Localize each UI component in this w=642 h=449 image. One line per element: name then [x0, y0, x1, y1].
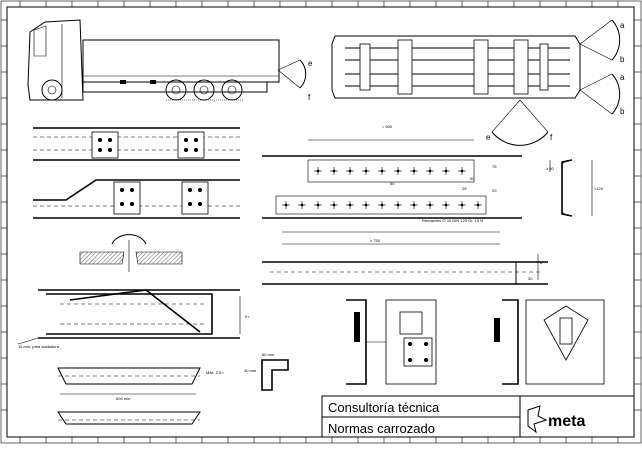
dim-600: > 600 — [382, 124, 393, 129]
label-b-mid: b — [620, 107, 625, 116]
dim-75: 75 — [492, 164, 497, 169]
rivet — [426, 201, 434, 209]
rivet — [378, 201, 386, 209]
rivet — [426, 167, 434, 175]
frame-joint-lower — [33, 179, 240, 219]
rivet — [394, 167, 402, 175]
dim-s: 5 r — [245, 314, 250, 319]
dim-25: 25 — [462, 186, 467, 191]
rivet — [298, 201, 306, 209]
dim-max: Máx. 2.5 r — [206, 370, 224, 375]
rivet — [442, 167, 450, 175]
dim-h: >120 — [594, 186, 604, 191]
truck-side-view: e f — [27, 19, 313, 102]
label-a-mid: a — [620, 73, 625, 82]
dim-600min: 600 min. — [116, 396, 131, 401]
weld-section — [79, 234, 183, 272]
frame-joint-upper — [33, 127, 240, 161]
bracket-detail-left — [346, 299, 437, 385]
label-f-side: f — [308, 93, 311, 102]
label-e-bottom: e — [486, 133, 491, 142]
rivet — [346, 167, 354, 175]
rivet — [362, 167, 370, 175]
dim-20: 20 — [492, 188, 497, 193]
rivet — [394, 201, 402, 209]
label-e-side: e — [308, 59, 313, 68]
rivet — [458, 201, 466, 209]
title-line1: Consultoría técnica — [328, 400, 440, 415]
dim-small: ≥ 50 — [546, 166, 555, 171]
rivet — [362, 201, 370, 209]
rivet — [314, 167, 322, 175]
remaches-note: Remaches ∅ 10 DIN 120 Gr. 15 N — [422, 218, 483, 223]
dim-50-left: 50 — [390, 181, 395, 186]
rivet — [314, 201, 322, 209]
corner-weld: 60 mm 40 mm Máx. 2.5 r — [206, 352, 289, 391]
bracket-detail-right — [494, 299, 605, 385]
dim-50: 50 — [470, 176, 475, 181]
rivet — [410, 167, 418, 175]
title-line2: Normas carrozado — [328, 421, 435, 436]
chassis-plan-view: a b a b e f — [331, 19, 625, 146]
dim-8: 8 — [540, 260, 543, 265]
rivet — [330, 167, 338, 175]
base-profile: 600 min. — [57, 367, 201, 425]
c-profile-section: >120 ≥ 50 — [546, 159, 604, 217]
meta-logo: meta — [548, 413, 585, 430]
dim-60: 60 mm — [262, 352, 275, 357]
rivet — [282, 201, 290, 209]
dim-30: 30 — [528, 276, 533, 281]
label-a-top: a — [620, 21, 625, 30]
rivet — [474, 201, 482, 209]
label-f-bottom: f — [550, 133, 553, 142]
rivet — [442, 201, 450, 209]
channel-overlap: 15 min. para soldadura 5 r — [17, 289, 250, 349]
riveted-plate: > 600 75 50 25 20 50 Remaches ∅ 10 DIN 1… — [262, 124, 522, 245]
rivet — [378, 167, 386, 175]
label-b-top: b — [620, 55, 625, 64]
dim-15: 15 min. para soldadura — [18, 344, 60, 349]
rivet — [330, 201, 338, 209]
dim-750: ≥ 750 — [370, 238, 381, 243]
rivet — [458, 167, 466, 175]
title-block: Consultoría técnica Normas carrozado met… — [321, 395, 635, 438]
rivet — [410, 201, 418, 209]
rivet — [346, 201, 354, 209]
dim-40: 40 mm — [244, 368, 257, 373]
long-frame: 8 30 — [262, 254, 548, 285]
